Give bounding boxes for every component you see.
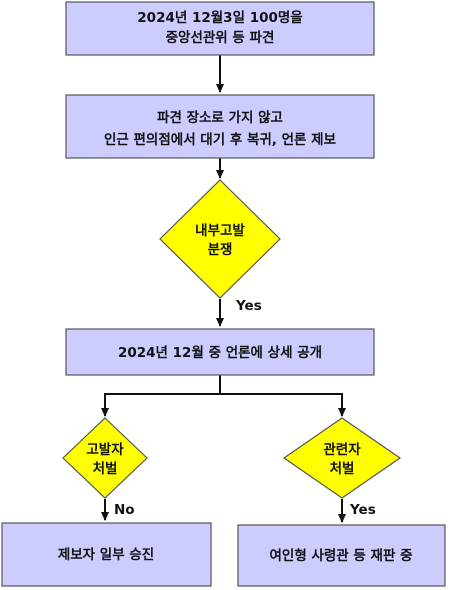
edge-n3-d2 (101, 375, 221, 417)
node-deployment-line-1: 2024년 12월3일 100명을 (137, 9, 302, 26)
connectors (101, 55, 346, 523)
decision-whistleblowing-dispute: 내부고발 분쟁 (159, 179, 281, 299)
edge-label-no: No (114, 502, 135, 518)
decision-whistleblowing-line-1: 내부고발 (195, 222, 245, 239)
node-trial-line-1: 여인형 사령관 등 재판 중 (270, 547, 413, 564)
decision-whistleblower-punishment: 고발자 처벌 (62, 417, 148, 499)
node-report-line-1: 파견 장소로 가지 않고 (157, 109, 283, 126)
node-disclosure-box: 2024년 12월 중 언론에 상세 공개 (65, 328, 375, 376)
edge-label-yes-2: Yes (349, 502, 376, 518)
edge-label-yes-1: Yes (235, 298, 262, 314)
decision-involved-punishment: 관련자 처벌 (282, 417, 402, 499)
decision-involved-line-2: 처벌 (330, 460, 355, 477)
edge-n3-d3 (220, 393, 346, 417)
node-deployment-box: 2024년 12월3일 100명을 중앙선관위 등 파견 (65, 1, 375, 56)
node-trial-box: 여인형 사령관 등 재판 중 (237, 524, 446, 587)
node-disclosure-line-1: 2024년 12월 중 언론에 상세 공개 (118, 344, 322, 361)
node-report-line-2: 인근 편의점에서 대기 후 복귀, 언론 제보 (104, 131, 337, 148)
decision-involved-line-1: 관련자 (323, 441, 361, 458)
decision-whistleblower-line-2: 처벌 (93, 460, 118, 477)
node-promotion-box: 제보자 일부 승진 (1, 522, 212, 587)
node-deployment-line-2: 중앙선관위 등 파견 (166, 29, 275, 46)
node-report-box: 파견 장소로 가지 않고 인근 편의점에서 대기 후 복귀, 언론 제보 (65, 94, 375, 159)
decision-whistleblower-line-1: 고발자 (86, 441, 124, 458)
decision-whistleblowing-line-2: 분쟁 (208, 241, 233, 258)
node-promotion-line-1: 제보자 일부 승진 (58, 546, 154, 563)
